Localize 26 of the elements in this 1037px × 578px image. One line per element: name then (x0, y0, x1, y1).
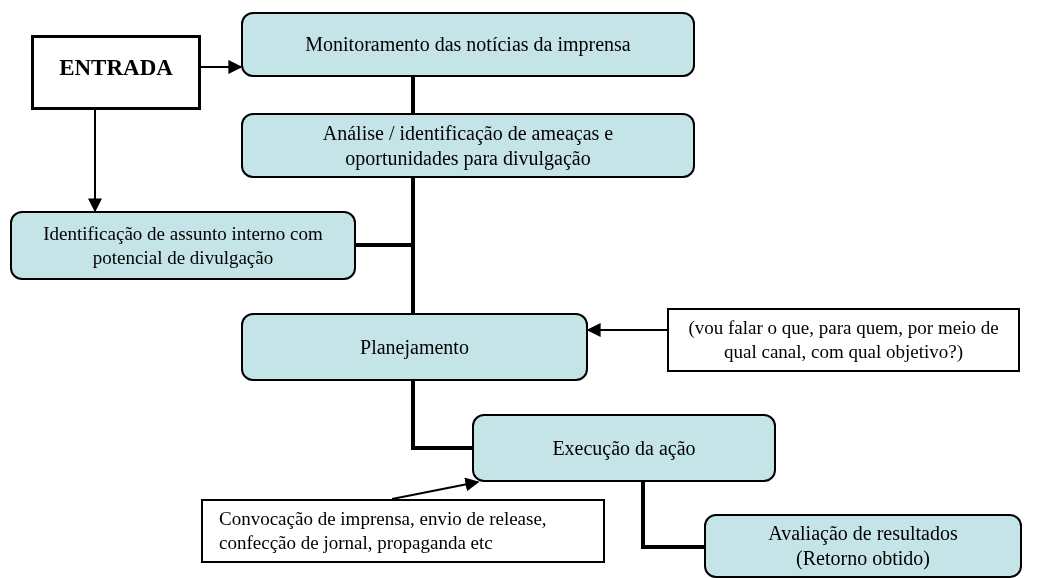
process-box (472, 414, 776, 482)
process-box (10, 211, 356, 280)
arrow (200, 60, 243, 74)
node-label: Análise / identificação de ameaças e oportunidades para divulgação (321, 120, 615, 171)
process-box (704, 514, 1022, 578)
note-box (667, 308, 1020, 372)
process-box (241, 12, 695, 77)
node-label: Execução da ação (551, 435, 697, 461)
connector-line (641, 482, 704, 549)
connector-line (411, 381, 472, 450)
node-label: Planejamento (359, 334, 470, 360)
connector-line (411, 77, 415, 113)
arrow (88, 109, 102, 213)
connector-line (356, 243, 415, 313)
node-label: ENTRADA (58, 54, 174, 82)
arrow (391, 477, 480, 500)
start-box (31, 35, 201, 110)
node-label: Monitoramento das notícias da imprensa (304, 32, 632, 57)
note-box (201, 499, 605, 563)
process-box (241, 113, 695, 178)
node-label: Convocação de imprensa, envio de release, confecção de jornal, propaganda etc (219, 507, 548, 555)
node-label: (vou falar o que, para quem, por meio de qual canal, com qual objetivo?) (687, 316, 1000, 364)
node-label: Identificação de assunto interno com potencial de divulgação (42, 221, 324, 270)
node-label: Avaliação de resultados (Retorno obtido) (767, 521, 959, 571)
process-box (241, 313, 588, 381)
arrow (586, 323, 668, 337)
